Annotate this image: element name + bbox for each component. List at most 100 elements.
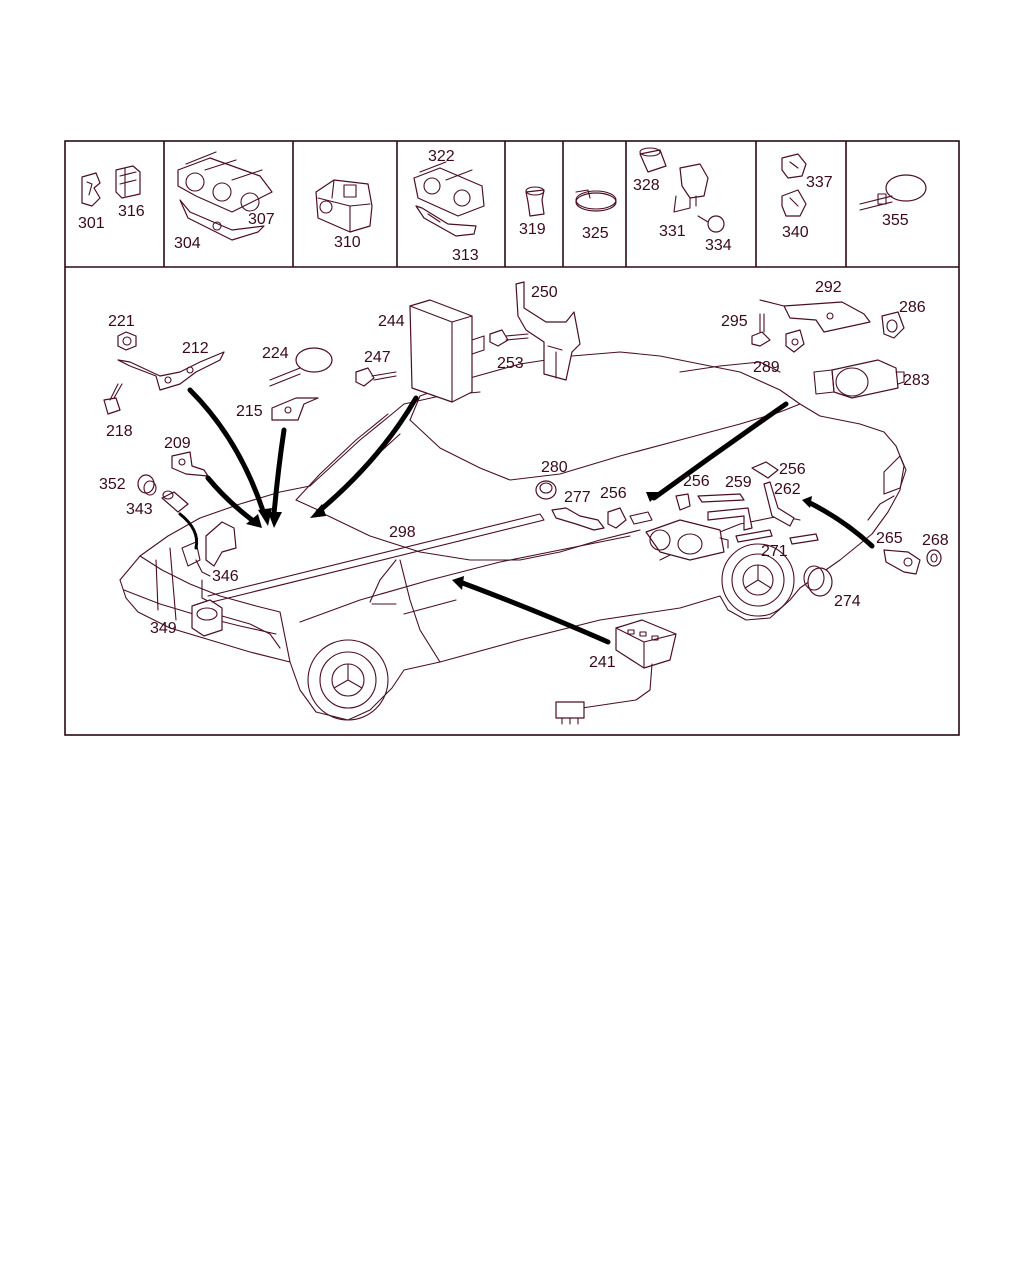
part-218-bolt[interactable] bbox=[103, 383, 123, 415]
part-274-bushing[interactable] bbox=[803, 565, 833, 597]
part-289-grommet[interactable] bbox=[785, 329, 805, 353]
part-256-connector-a[interactable] bbox=[607, 507, 653, 529]
part-250-mounting-bracket[interactable] bbox=[515, 281, 581, 381]
part-310-block-clip[interactable] bbox=[315, 179, 373, 233]
label-307: 307 bbox=[248, 211, 275, 228]
label-247: 247 bbox=[364, 349, 391, 366]
part-268-grommet[interactable] bbox=[926, 549, 942, 567]
top-row-labels: 301 316 304 307 310 322 313 319 325 328 … bbox=[78, 148, 909, 264]
label-352: 352 bbox=[99, 476, 126, 493]
label-241: 241 bbox=[589, 654, 616, 671]
part-241-switch-module[interactable] bbox=[555, 619, 677, 725]
part-256-connector-c[interactable] bbox=[751, 461, 779, 479]
label-322: 322 bbox=[428, 148, 455, 165]
part-286-rubber-mount[interactable] bbox=[881, 311, 905, 339]
label-286: 286 bbox=[899, 299, 926, 316]
part-277-hose[interactable] bbox=[551, 507, 605, 531]
label-209: 209 bbox=[164, 435, 191, 452]
part-352-grommet[interactable] bbox=[137, 474, 157, 496]
rear-wheel bbox=[721, 543, 795, 617]
front-wheel bbox=[307, 639, 389, 721]
part-292-bracket[interactable] bbox=[759, 299, 871, 333]
label-304: 304 bbox=[174, 235, 201, 252]
diagram-frame bbox=[64, 140, 960, 736]
part-340-clip[interactable] bbox=[781, 189, 807, 217]
label-292: 292 bbox=[815, 279, 842, 296]
label-301: 301 bbox=[78, 215, 105, 232]
part-209-bracket[interactable] bbox=[171, 451, 209, 477]
part-283-pump[interactable] bbox=[813, 359, 905, 399]
part-244-control-unit[interactable] bbox=[409, 299, 485, 403]
part-280-grommet[interactable] bbox=[535, 480, 557, 500]
label-271: 271 bbox=[761, 543, 788, 560]
label-310: 310 bbox=[334, 234, 361, 251]
part-328-sleeve[interactable] bbox=[639, 147, 667, 173]
label-256-b: 256 bbox=[683, 473, 710, 490]
label-280: 280 bbox=[541, 459, 568, 476]
label-283: 283 bbox=[903, 372, 930, 389]
label-298: 298 bbox=[389, 524, 416, 541]
label-355: 355 bbox=[882, 212, 909, 229]
label-268: 268 bbox=[922, 532, 949, 549]
label-277: 277 bbox=[564, 489, 591, 506]
label-244: 244 bbox=[378, 313, 405, 330]
part-265-bracket[interactable] bbox=[883, 549, 921, 575]
part-295-screw[interactable] bbox=[751, 313, 771, 347]
part-262-pipe[interactable] bbox=[763, 481, 795, 527]
label-218: 218 bbox=[106, 423, 133, 440]
label-250: 250 bbox=[531, 284, 558, 301]
label-224: 224 bbox=[262, 345, 289, 362]
part-247-bolt[interactable] bbox=[355, 367, 397, 387]
label-337: 337 bbox=[806, 174, 833, 191]
part-319-grommet[interactable] bbox=[525, 186, 545, 217]
part-346-hose-assembly[interactable] bbox=[181, 521, 237, 603]
label-259: 259 bbox=[725, 474, 752, 491]
label-221: 221 bbox=[108, 313, 135, 330]
part-221-nut[interactable] bbox=[117, 331, 137, 351]
label-212: 212 bbox=[182, 340, 209, 357]
label-334: 334 bbox=[705, 237, 732, 254]
label-253: 253 bbox=[497, 355, 524, 372]
part-337-clip[interactable] bbox=[781, 153, 807, 179]
part-313-bracket[interactable] bbox=[415, 205, 477, 237]
part-322-double-clip[interactable] bbox=[413, 161, 485, 217]
part-307-triple-clip[interactable] bbox=[177, 151, 273, 213]
part-215-bracket[interactable] bbox=[271, 397, 319, 421]
label-319: 319 bbox=[519, 221, 546, 238]
label-331: 331 bbox=[659, 223, 686, 240]
part-256-connector-b[interactable] bbox=[675, 493, 691, 511]
part-212-bracket[interactable] bbox=[117, 351, 225, 391]
label-256-c: 256 bbox=[779, 461, 806, 478]
part-349-reservoir[interactable] bbox=[191, 599, 223, 637]
label-256-a: 256 bbox=[600, 485, 627, 502]
label-295: 295 bbox=[721, 313, 748, 330]
label-313: 313 bbox=[452, 247, 479, 264]
label-346: 346 bbox=[212, 568, 239, 585]
label-274: 274 bbox=[834, 593, 861, 610]
part-259-pipe[interactable] bbox=[697, 493, 753, 531]
part-271-pipe[interactable] bbox=[735, 529, 819, 545]
part-334-bolt[interactable] bbox=[697, 215, 725, 233]
label-215: 215 bbox=[236, 403, 263, 420]
part-298-vacuum-line[interactable] bbox=[207, 513, 545, 603]
part-343-sleeve[interactable] bbox=[161, 490, 189, 513]
direction-arrows bbox=[178, 387, 875, 645]
label-265: 265 bbox=[876, 530, 903, 547]
label-343: 343 bbox=[126, 501, 153, 518]
label-325: 325 bbox=[582, 225, 609, 242]
part-304-bracket[interactable] bbox=[179, 199, 265, 241]
part-253-screw[interactable] bbox=[489, 329, 529, 347]
part-301-clip[interactable] bbox=[81, 172, 101, 207]
part-325-hose-clamp[interactable] bbox=[575, 189, 617, 212]
part-331-bracket-clip[interactable] bbox=[673, 163, 709, 213]
label-349: 349 bbox=[150, 620, 177, 637]
pump-assembly[interactable] bbox=[645, 519, 729, 561]
label-316: 316 bbox=[118, 203, 145, 220]
label-340: 340 bbox=[782, 224, 809, 241]
label-328: 328 bbox=[633, 177, 660, 194]
label-262: 262 bbox=[774, 481, 801, 498]
part-355-cable-tie[interactable] bbox=[859, 174, 927, 211]
part-224-cable-tie[interactable] bbox=[269, 347, 333, 387]
part-316-holder[interactable] bbox=[115, 165, 141, 199]
